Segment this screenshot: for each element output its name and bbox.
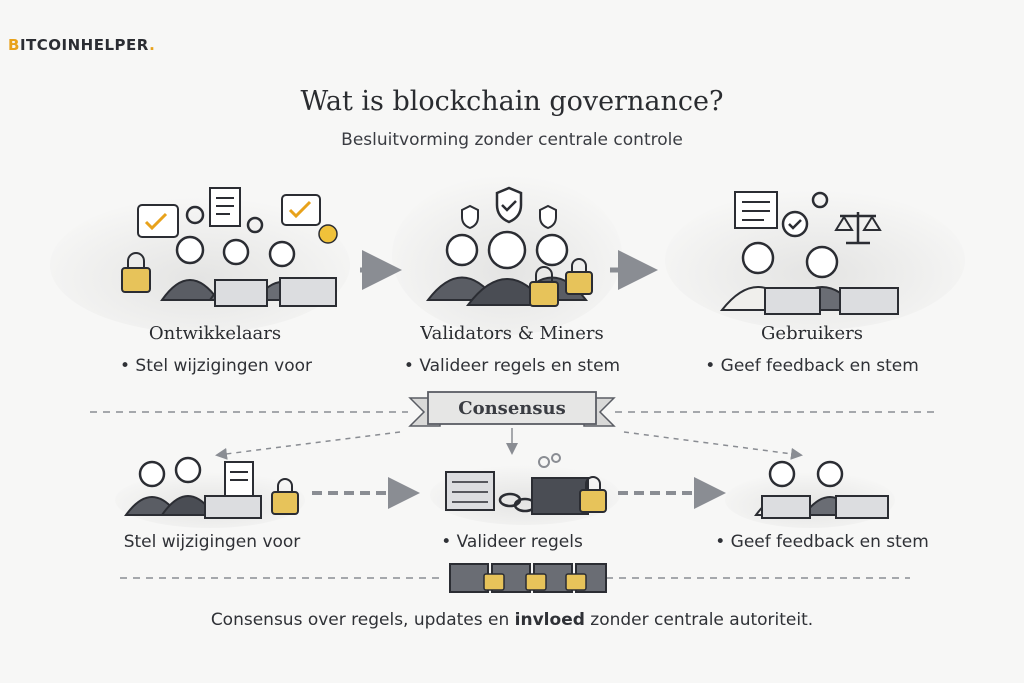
person-icon (805, 245, 839, 279)
column-bullet-users: • Geef feedback en stem (705, 356, 919, 376)
person-icon (535, 233, 569, 267)
column-title-users: Gebruikers (761, 323, 863, 344)
person-icon (175, 235, 205, 265)
check-circle-icon (781, 210, 809, 238)
row2-label-validation: • Valideer regels (441, 532, 583, 552)
brand-logo: BITCOINHELPER. (8, 36, 155, 54)
developers-illustration (121, 187, 338, 307)
brand-name: ITCOINHELPER (19, 36, 150, 54)
row2-feedback-illustration (725, 460, 895, 528)
footer-caption: Consensus over regels, updates en invloe… (210, 610, 814, 630)
lock-icon (579, 489, 607, 513)
block-icon (531, 477, 589, 515)
brand-dot: . (149, 36, 156, 54)
page-subtitle: Besluitvorming zonder centrale controle (341, 130, 683, 150)
blockchain-blocks-icon (449, 563, 607, 593)
laptop-icon (839, 287, 899, 315)
person-icon (445, 233, 479, 267)
users-illustration (719, 191, 899, 315)
column-title-developers: Ontwikkelaars (148, 323, 282, 344)
shield-icon (539, 204, 557, 230)
coin-icon (318, 224, 338, 244)
gear-icon (185, 205, 205, 225)
person-icon (174, 456, 202, 484)
lock-icon (529, 281, 559, 307)
gear-icon (811, 191, 829, 209)
person-icon (222, 238, 250, 266)
person-icon (741, 241, 775, 275)
lock-icon (565, 271, 593, 295)
laptop-icon (279, 277, 337, 307)
lock-icon (271, 491, 299, 515)
validators-illustration (425, 186, 593, 307)
shield-icon (461, 204, 479, 230)
consensus-banner: Consensus (408, 391, 616, 427)
laptop-icon (214, 279, 268, 307)
row2-validation-illustration (430, 453, 620, 525)
laptop-icon (761, 495, 811, 519)
column-bullet-developers: • Stel wijzigingen voor (119, 356, 313, 376)
consensus-label: Consensus (458, 398, 565, 419)
laptop-icon (764, 287, 821, 315)
person-icon (816, 460, 844, 488)
arrow-icon (623, 431, 803, 460)
laptop-icon (204, 495, 262, 519)
arrow-icon (215, 431, 401, 460)
row2-proposal-illustration (115, 456, 305, 528)
person-icon (768, 460, 796, 488)
laptop-icon (835, 495, 889, 519)
row2-label-proposal: Stel wijzigingen voor (123, 532, 301, 552)
column-title-validators: Validators & Miners (420, 323, 604, 344)
person-icon (268, 240, 296, 268)
bitcoin-coin-icon: B (8, 36, 20, 54)
person-icon (487, 230, 527, 270)
lock-icon (121, 267, 151, 293)
server-icon (445, 471, 495, 511)
shield-check-icon (495, 186, 523, 224)
page-title: Wat is blockchain governance? (300, 86, 724, 117)
column-bullet-validators: • Valideer regels en stem (403, 356, 621, 376)
gear-icon (246, 216, 264, 234)
person-icon (138, 460, 166, 488)
row2-label-feedback: • Geef feedback en stem (715, 532, 929, 552)
